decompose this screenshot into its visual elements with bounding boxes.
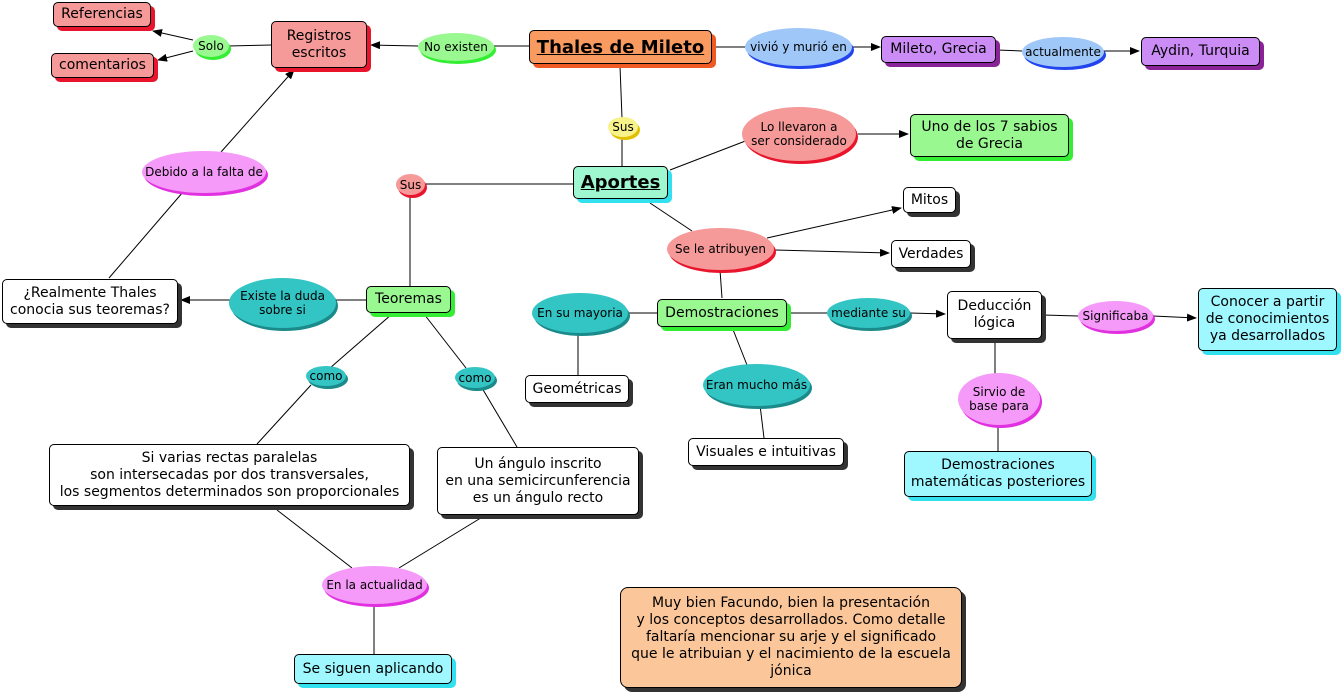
- teoremas-node[interactable]: Teoremas: [366, 286, 451, 313]
- link-sus-left[interactable]: Sus: [396, 174, 425, 195]
- link-se-le-atribuyen[interactable]: Se le atribuyen: [667, 228, 774, 270]
- registros-escritos-node[interactable]: Registros escritos: [271, 21, 367, 68]
- link-existe-la-duda[interactable]: Existe la duda sobre si: [229, 278, 336, 328]
- comentarios-node[interactable]: comentarios: [51, 53, 154, 78]
- verdades-node[interactable]: Verdades: [891, 240, 971, 268]
- geometricas-node[interactable]: Geométricas: [525, 375, 629, 403]
- link-lo-llevaron[interactable]: Lo llevaron a ser considerado: [742, 107, 856, 161]
- link-no-existen[interactable]: No existen: [418, 33, 494, 61]
- teacher-comment-note[interactable]: Muy bien Facundo, bien la presentación y…: [620, 587, 962, 688]
- link-eran-mucho-mas[interactable]: Eran mucho más: [703, 364, 810, 406]
- siete-sabios-node[interactable]: Uno de los 7 sabios de Grecia: [910, 114, 1069, 157]
- thales-de-mileto-node[interactable]: Thales de Mileto: [529, 30, 712, 64]
- aportes-node[interactable]: Aportes: [573, 166, 668, 199]
- link-como-right[interactable]: como: [455, 367, 495, 388]
- aydin-turquia-node[interactable]: Aydin, Turquia: [1141, 37, 1260, 66]
- visuales-intuitivas-node[interactable]: Visuales e intuitivas: [688, 438, 844, 466]
- link-en-la-actualidad[interactable]: En la actualidad: [322, 566, 427, 604]
- link-en-su-mayoria[interactable]: En su mayoria: [532, 293, 628, 333]
- link-mediante-su[interactable]: mediante su: [827, 298, 910, 328]
- conocer-node[interactable]: Conocer a partir de conocimientos ya des…: [1198, 288, 1337, 351]
- demostraciones-matematicas-node[interactable]: Demostraciones matemáticas posteriores: [904, 451, 1092, 497]
- link-sus-top[interactable]: Sus: [608, 117, 638, 137]
- mitos-node[interactable]: Mitos: [903, 187, 956, 213]
- link-solo[interactable]: Solo: [193, 35, 229, 57]
- mileto-grecia-node[interactable]: Mileto, Grecia: [881, 36, 996, 63]
- deduccion-logica-node[interactable]: Deducción lógica: [947, 291, 1042, 339]
- demostraciones-node[interactable]: Demostraciones: [657, 299, 787, 327]
- realmente-thales-node[interactable]: ¿Realmente Thales conocia sus teoremas?: [2, 279, 178, 324]
- link-debido-a-la-falta[interactable]: Debido a la falta de: [142, 151, 266, 193]
- link-sirvio-de-base[interactable]: Sirvio de base para: [958, 373, 1040, 425]
- angulo-inscrito-node[interactable]: Un ángulo inscrito en una semicircunfere…: [437, 447, 639, 515]
- link-actualmente[interactable]: actualmente: [1022, 37, 1104, 67]
- se-siguen-aplicando-node[interactable]: Se siguen aplicando: [294, 654, 452, 684]
- link-como-left[interactable]: como: [306, 366, 346, 386]
- link-vivio-y-murio[interactable]: vivió y murió en: [745, 28, 852, 66]
- rectas-paralelas-node[interactable]: Si varias rectas paralelas son interseca…: [49, 444, 410, 506]
- link-significaba[interactable]: Significaba: [1078, 301, 1153, 331]
- referencias-node[interactable]: Referencias: [53, 2, 151, 27]
